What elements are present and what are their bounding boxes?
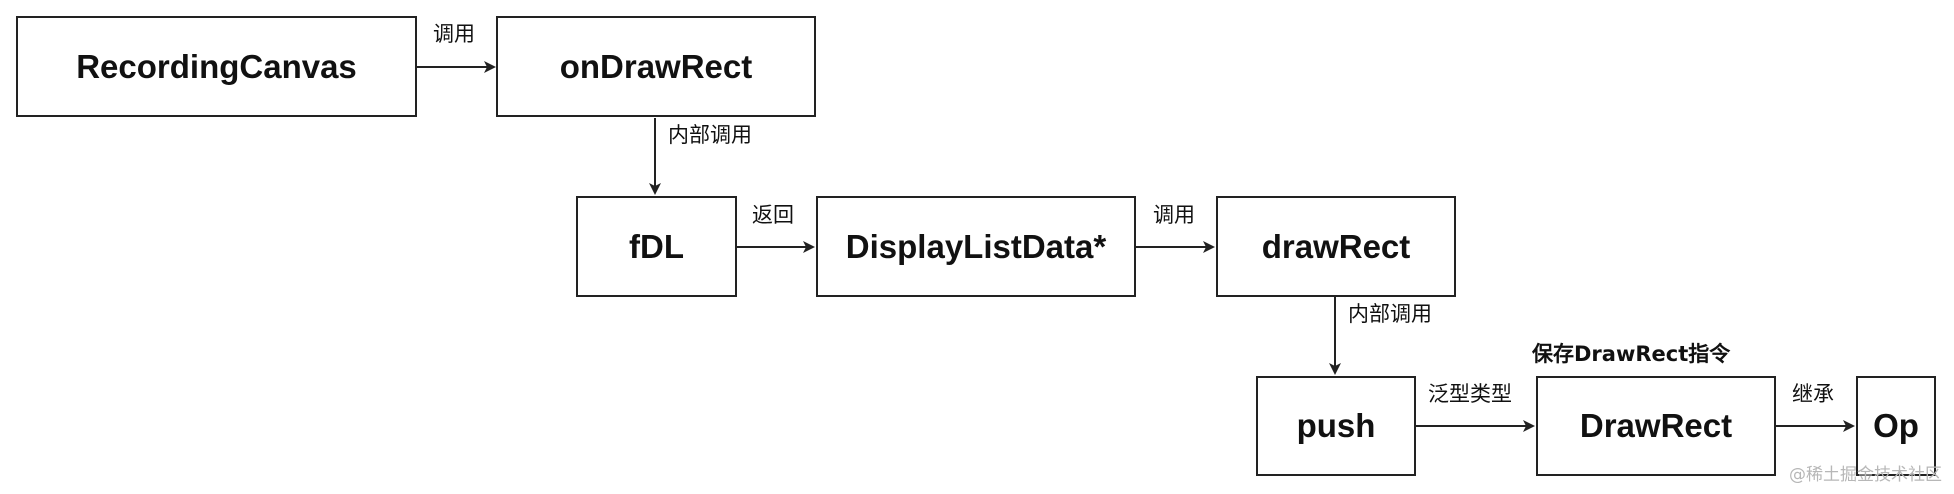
node-recording-canvas: RecordingCanvas — [16, 16, 417, 117]
edge-label-call: 调用 — [1153, 203, 1195, 227]
node-push: push — [1256, 376, 1416, 476]
node-draw-rect-class: DrawRect — [1536, 376, 1776, 476]
edge-label-inherits: 继承 — [1792, 382, 1834, 406]
node-draw-rect-method: drawRect — [1216, 196, 1456, 297]
node-display-list-data: DisplayListData* — [816, 196, 1136, 297]
node-fdl: fDL — [576, 196, 737, 297]
node-op: Op — [1856, 376, 1936, 476]
edge-label-internal-call: 内部调用 — [1348, 302, 1432, 326]
node-on-draw-rect: onDrawRect — [496, 16, 816, 117]
edge-label-call: 调用 — [433, 22, 475, 46]
watermark: @稀土掘金技术社区 — [1789, 465, 1942, 485]
edge-label-generic-type: 泛型类型 — [1428, 382, 1512, 406]
edge-label-internal-call: 内部调用 — [668, 123, 752, 147]
annotation-save-instruction: 保存DrawRect指令 — [1532, 342, 1731, 366]
edge-label-returns: 返回 — [752, 203, 794, 227]
